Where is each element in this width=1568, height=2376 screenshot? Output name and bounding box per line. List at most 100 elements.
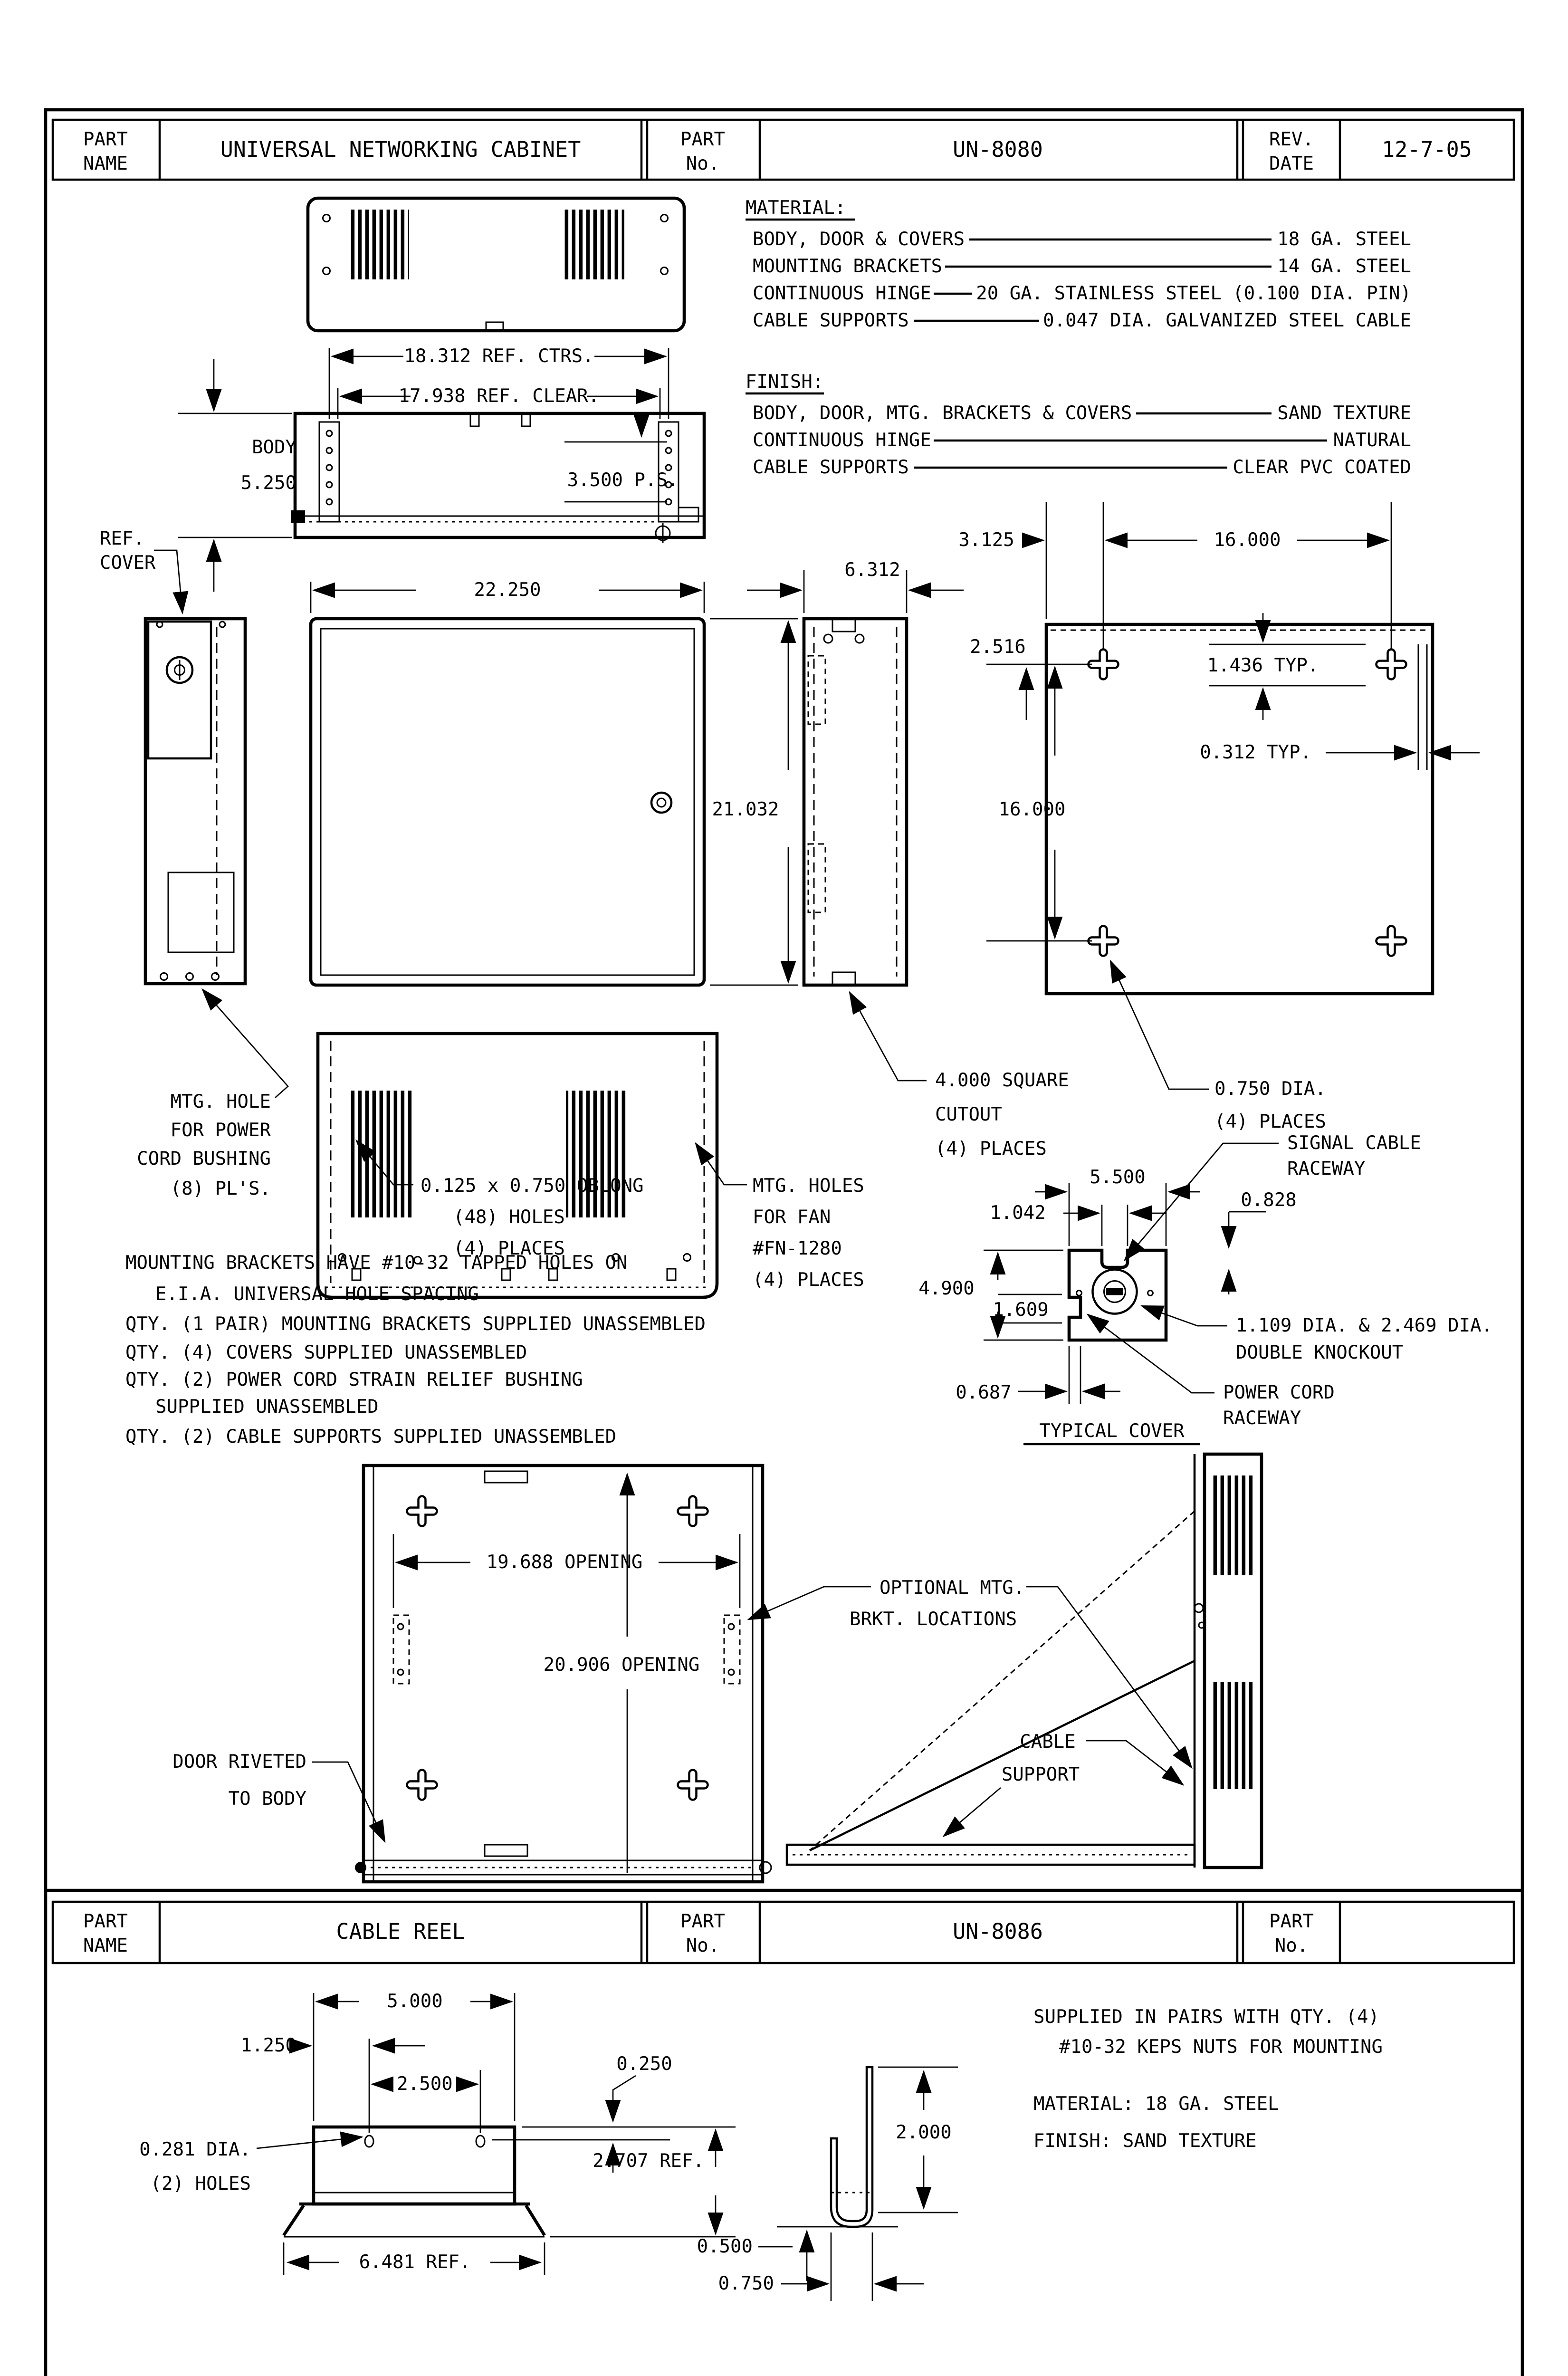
label-knockout-line2: DOUBLE KNOCKOUT [1236,1342,1403,1363]
label-fan-line1: MTG. HOLES [753,1175,864,1197]
bottom-part-no2-label-line1: PART [1269,1911,1314,1932]
material-row2-value: 14 GA. STEEL [1277,256,1411,277]
label-door-riveted-line1: DOOR RIVETED [172,1751,306,1772]
label-oblong-line3: (4) PLACES [453,1238,565,1259]
material-row3-label: CONTINUOUS HINGE [753,283,931,304]
front-view: 22.250 21.032 [309,579,798,987]
label-mtg-hole-line1: MTG. HOLE [171,1091,271,1112]
note-3: QTY. (1 PAIR) MOUNTING BRACKETS SUPPLIED… [125,1313,706,1335]
part-name-label-line1: PART [83,129,128,150]
dim-ref-ctrs: 18.312 REF. CTRS. [404,345,593,367]
label-0750-dia: 0.750 DIA. [1214,1078,1326,1100]
typical-cover-view: 5.500 1.042 0.828 4.900 1.609 0.687 SIGN… [918,1132,1492,1446]
dim-0828: 0.828 [1241,1189,1296,1211]
square-cutout-label: 4.000 SQUARE CUTOUT (4) PLACES [849,991,1069,1159]
label-0750-places: (4) PLACES [1214,1111,1326,1132]
reel-material: MATERIAL: 18 GA. STEEL [1033,2093,1279,2115]
label-reel-dia-line2: (2) HOLES [151,2173,251,2194]
dim-19688-opening: 19.688 OPENING [487,1552,643,1573]
part-no-label-line2: No. [686,153,719,174]
finish-row2-value: NATURAL [1333,430,1411,451]
label-cutout-line1: 4.000 SQUARE [935,1070,1069,1091]
note-1: MOUNTING BRACKETS HAVE #10-32 TAPPED HOL… [125,1252,628,1274]
finish-heading: FINISH: [746,371,823,393]
material-row1-label: BODY, DOOR & COVERS [753,229,965,250]
finish-notes: FINISH: BODY, DOOR, MTG. BRACKETS & COVE… [746,371,1411,478]
mounting-plate-view: 3.125 16.000 2.516 1.436 TYP. 0.312 TYP.… [958,502,1480,1132]
label-cable-support-line1: CABLE [1020,1731,1075,1753]
bottom-part-no2-label-line2: No. [1275,1935,1308,1956]
rev-date-label-line1: REV. [1269,129,1314,150]
label-signal-raceway-line2: RACEWAY [1287,1158,1365,1179]
label-fan-line4: (4) PLACES [753,1269,864,1291]
part-name-value: UNIVERSAL NETWORKING CABINET [220,137,581,162]
cable-reel-front-view: 5.000 1.250 2.500 0.250 0.281 DIA. (2) H… [139,1991,736,2275]
label-mtg-hole-line4: (8) PL'S. [171,1178,271,1199]
dim-3125: 3.125 [958,529,1014,551]
finish-row3-value: CLEAR PVC COATED [1233,457,1411,478]
label-knockout-line1: 1.109 DIA. & 2.469 DIA. [1236,1315,1492,1336]
label-oblong-line1: 0.125 x 0.750 OBLONG [421,1175,644,1197]
cable-reel-side-view: 2.000 0.500 0.750 [697,2066,958,2301]
label-reel-dia-line1: 0.281 DIA. [139,2139,251,2160]
dim-1436-typ: 1.436 TYP. [1207,655,1319,676]
ref-cover-line1: REF. [100,528,144,549]
bottom-part-name-label-line2: NAME [83,1935,128,1956]
material-row4-value: 0.047 DIA. GALVANIZED STEEL CABLE [1043,310,1411,331]
left-panel-view [143,617,247,986]
dim-6312: 6.312 [844,559,900,581]
bottom-part-no-label-line1: PART [680,1911,725,1932]
dim-ref-clear: 17.938 REF. CLEAR. [399,385,600,407]
rev-date-value: 12-7-05 [1382,137,1472,162]
material-row3-value: 20 GA. STAINLESS STEEL (0.100 DIA. PIN) [976,283,1411,304]
part-name-label-line2: NAME [83,153,128,174]
bottom-part-no-label-line2: No. [686,1935,719,1956]
dim-reel-2000: 2.000 [896,2122,951,2143]
material-notes: MATERIAL: BODY, DOOR & COVERS 18 GA. STE… [746,197,1411,331]
top-view [306,196,686,333]
dim-width-22250: 22.250 [474,579,541,601]
title-block-top: PART NAME UNIVERSAL NETWORKING CABINET P… [51,118,1515,181]
label-optional-mtg-line1: OPTIONAL MTG. [880,1577,1024,1599]
note-7: QTY. (2) CABLE SUPPORTS SUPPLIED UNASSEM… [125,1426,616,1447]
dim-reel-1250: 1.250 [241,2035,296,2056]
bottom-part-name-label-line1: PART [83,1911,128,1932]
dim-reel-2707: 2.707 REF. [593,2150,704,2172]
label-door-riveted-line2: TO BODY [229,1788,306,1810]
bottom-part-name-value: CABLE REEL [336,1919,465,1944]
rev-date-label-line2: DATE [1269,153,1314,174]
door-front-view: 19.688 OPENING 20.906 OPENING [355,1464,772,1884]
side-open-view: CABLE SUPPORT [785,1452,1263,1869]
dim-1609: 1.609 [993,1299,1048,1321]
side-panel-view: 6.312 [747,559,964,987]
label-power-raceway-line1: POWER CORD [1223,1382,1335,1403]
reel-note-line1: SUPPLIED IN PAIRS WITH QTY. (4) [1033,2006,1379,2028]
dim-16000-v: 16.000 [999,799,1066,820]
label-mtg-hole-line2: FOR POWER [171,1120,271,1141]
label-signal-raceway-line1: SIGNAL CABLE [1287,1132,1421,1154]
dim-body-label: BODY [252,437,296,458]
top-dimensions: 18.312 REF. CTRS. 17.938 REF. CLEAR. [328,345,669,419]
title-block-bottom: PART NAME CABLE REEL PART No. UN-8086 PA… [51,1900,1515,1964]
bottom-view-labels: MTG. HOLE FOR POWER CORD BUSHING (8) PL'… [137,988,864,1291]
dim-0687: 0.687 [956,1382,1011,1403]
note-5: QTY. (2) POWER CORD STRAIN RELIEF BUSHIN… [125,1369,583,1390]
general-notes: MOUNTING BRACKETS HAVE #10-32 TAPPED HOL… [125,1252,706,1447]
dim-reel-6481: 6.481 REF. [359,2251,471,2273]
cable-reel-notes: SUPPLIED IN PAIRS WITH QTY. (4) #10-32 K… [1033,2006,1383,2152]
ref-cover-label: REF. COVER [100,528,189,614]
label-cutout-line2: CUTOUT [935,1104,1002,1125]
note-4: QTY. (4) COVERS SUPPLIED UNASSEMBLED [125,1342,527,1363]
dim-1042: 1.042 [990,1202,1045,1224]
reel-note-line2: #10-32 KEPS NUTS FOR MOUNTING [1059,2036,1383,2058]
dim-0312-typ: 0.312 TYP. [1200,742,1311,763]
dim-reel-0250: 0.250 [616,2053,672,2075]
material-row2-label: MOUNTING BRACKETS [753,256,942,277]
dim-4900: 4.900 [918,1278,974,1299]
label-fan-line2: FOR FAN [753,1207,831,1228]
sheet-frame [44,108,1524,2376]
finish-row1-label: BODY, DOOR, MTG. BRACKETS & COVERS [753,402,1132,424]
part-no-value: UN-8080 [953,137,1043,162]
label-optional-mtg-line2: BRKT. LOCATIONS [850,1609,1017,1630]
